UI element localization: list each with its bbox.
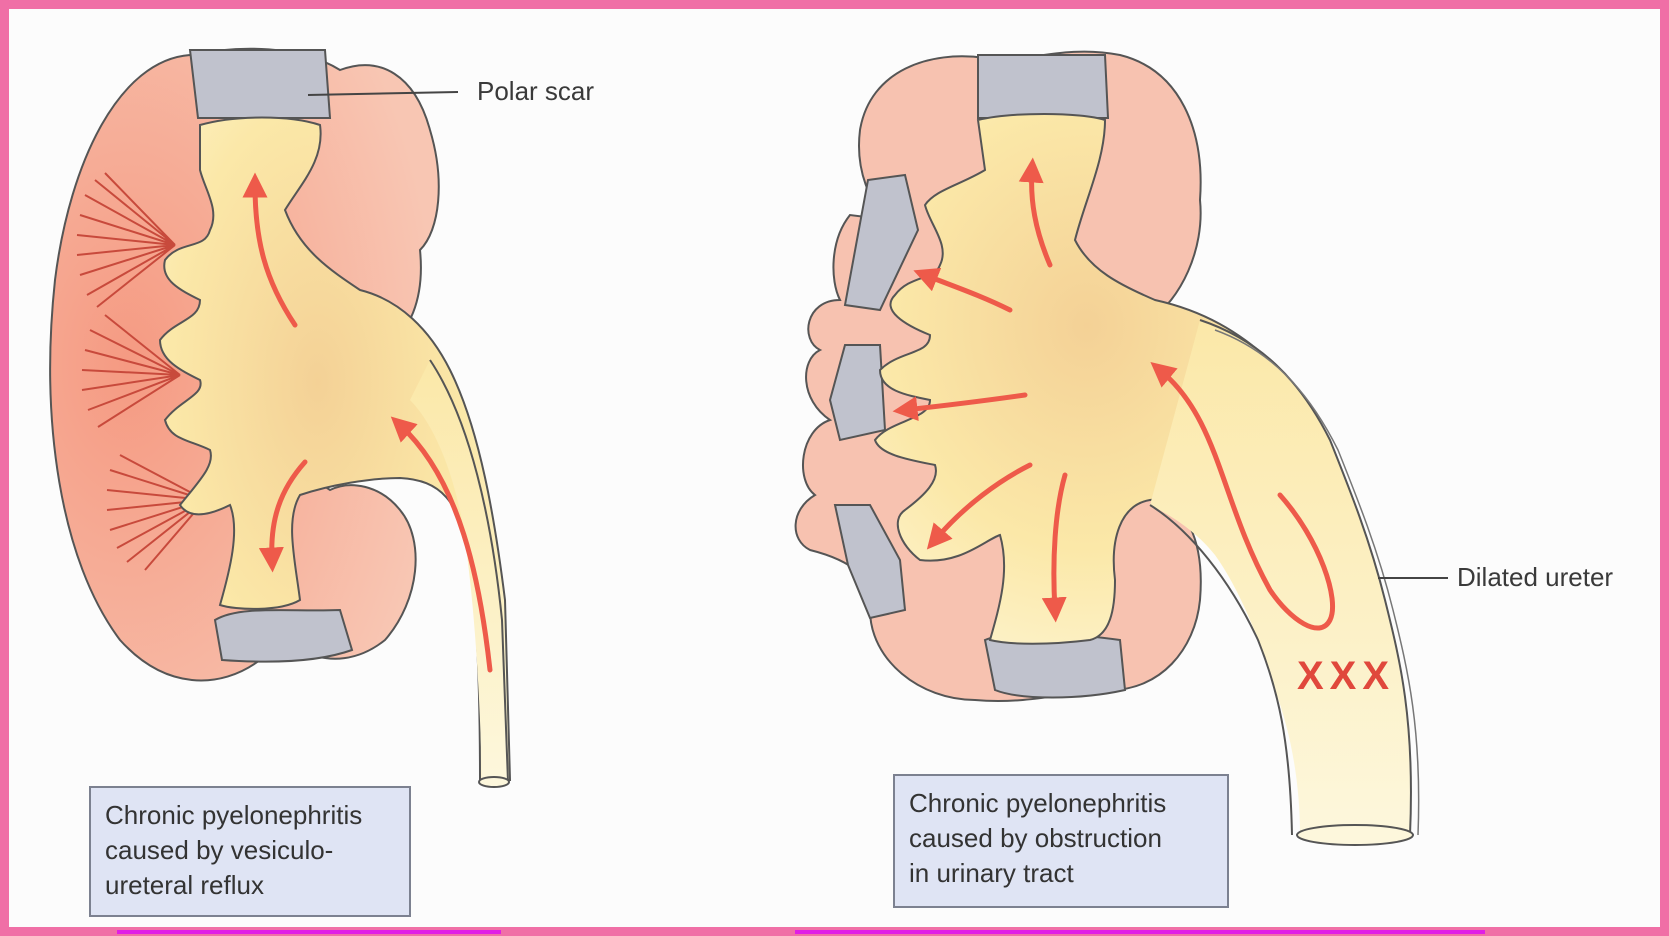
obstruction-marks: XXX bbox=[1297, 654, 1395, 699]
left-polar-scar-bottom bbox=[215, 610, 352, 662]
right-caption: Chronic pyelonephritis caused by obstruc… bbox=[893, 774, 1229, 908]
bottom-accent-right bbox=[795, 930, 1485, 934]
polar-scar-label: Polar scar bbox=[477, 76, 594, 107]
left-caption-line-1: Chronic pyelonephritis bbox=[105, 798, 395, 833]
left-polar-scar-top bbox=[190, 50, 330, 118]
left-caption-line-3: ureteral reflux bbox=[105, 868, 395, 903]
left-kidney bbox=[50, 49, 510, 787]
bottom-accent-left bbox=[117, 930, 501, 934]
right-kidney bbox=[796, 52, 1448, 845]
right-caption-line-3: in urinary tract bbox=[909, 856, 1213, 891]
right-scar-top bbox=[978, 55, 1108, 118]
left-caption: Chronic pyelonephritis caused by vesicul… bbox=[89, 786, 411, 917]
dilated-ureter-label: Dilated ureter bbox=[1457, 562, 1613, 593]
right-caption-line-2: caused by obstruction bbox=[909, 821, 1213, 856]
right-caption-line-1: Chronic pyelonephritis bbox=[909, 786, 1213, 821]
left-caption-line-2: caused by vesiculo- bbox=[105, 833, 395, 868]
